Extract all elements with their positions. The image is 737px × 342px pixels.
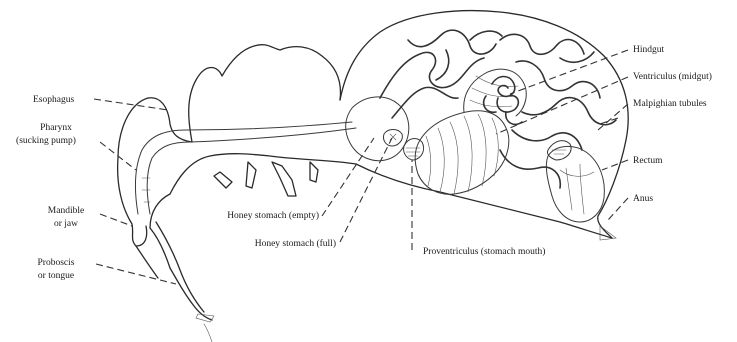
label-hindgut: Hindgut: [633, 45, 665, 55]
honey-empty-leader: [322, 138, 374, 216]
mouthparts: [136, 222, 214, 342]
abdomen-outline: [340, 11, 628, 240]
proboscis-leader: [96, 264, 176, 284]
proventriculus: [404, 139, 424, 160]
labels: Esophagus Pharynx (sucking pump) Mandibl…: [16, 45, 712, 281]
label-esophagus: Esophagus: [33, 95, 74, 105]
hindgut-coil: [484, 77, 522, 125]
label-malpighian-tubules: Malpighian tubules: [633, 99, 707, 109]
honey-full-leader: [340, 138, 392, 242]
rectum: [546, 141, 604, 222]
label-anus: Anus: [633, 194, 653, 204]
thorax-outline: [170, 45, 356, 196]
malpighian-leader: [598, 104, 628, 130]
label-honey-stomach-full: Honey stomach (full): [255, 238, 336, 249]
label-honey-stomach-empty: Honey stomach (empty): [227, 210, 319, 221]
rectum-leader: [602, 160, 628, 170]
label-rectum: Rectum: [633, 156, 663, 166]
label-pharynx-sub: (sucking pump): [16, 135, 76, 146]
label-proventriculus: Proventriculus (stomach mouth): [423, 246, 545, 257]
label-mandible: Mandible: [48, 206, 84, 216]
head-outline: [118, 98, 192, 246]
label-mandible-sub: or jaw: [54, 219, 78, 229]
esophagus-tube: [135, 122, 356, 214]
ventriculus-leader: [496, 77, 628, 134]
label-proboscis-sub: or tongue: [38, 271, 74, 281]
label-proboscis: Proboscis: [38, 258, 75, 268]
label-pharynx: Pharynx: [40, 123, 72, 133]
label-ventriculus: Ventriculus (midgut): [633, 71, 712, 82]
anus-leader: [608, 198, 628, 220]
esophagus-leader: [94, 99, 168, 110]
honey-stomach: [346, 97, 409, 161]
